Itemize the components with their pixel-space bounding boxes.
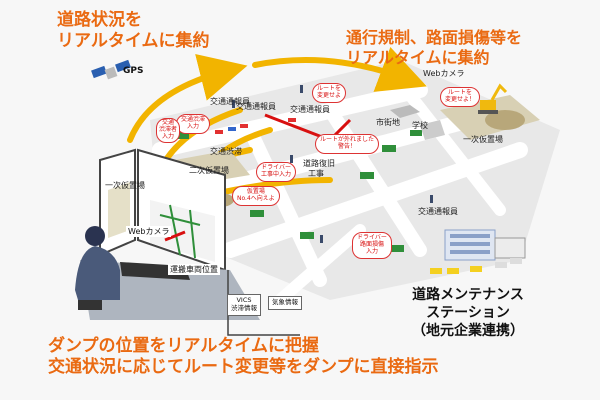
traffic-reporter-label: 交通通報員 bbox=[418, 207, 458, 216]
alert-bubble: ルートが外れました警告！ bbox=[315, 134, 380, 154]
input-bubble: ドライバー路面損傷入力 bbox=[352, 232, 392, 259]
traffic-reporter-label: 交通通報員 bbox=[290, 105, 330, 114]
traffic-jam-label: 交通渋滞 bbox=[210, 147, 242, 156]
temp-storage-label: 二次仮置場 bbox=[189, 166, 229, 175]
traffic-reporter-label: 交通通報員 bbox=[210, 97, 250, 106]
input-bubble: 交通渋滞入力 bbox=[176, 114, 211, 134]
web-camera-label: Webカメラ bbox=[423, 69, 465, 78]
monitor-web-camera-label: Webカメラ bbox=[126, 226, 172, 237]
construction-label: 工事 bbox=[308, 169, 324, 178]
road-restoration-label: 道路復旧 bbox=[303, 159, 335, 168]
data-link bbox=[227, 270, 300, 336]
excavator-icon bbox=[478, 83, 508, 114]
gps-label: GPS bbox=[123, 66, 144, 76]
station-vehicles bbox=[430, 258, 522, 274]
station-label: 道路メンテナンス ステーション （地元企業連携） bbox=[412, 287, 524, 340]
headline-road-status: 道路状況を リアルタイムに集約 bbox=[57, 10, 210, 52]
satellite-icon bbox=[91, 59, 131, 80]
alert-bubble: ルートを変更せよ bbox=[312, 83, 347, 103]
headline-traffic-restriction: 通行規制、路面損傷等を リアルタイムに集約 bbox=[346, 28, 523, 67]
headline-dump-control: ダンプの位置をリアルタイムに把握 交通状況に応じてルート変更等をダンプに直接指示 bbox=[48, 336, 439, 378]
weather-info-box: 気象情報 bbox=[268, 296, 302, 310]
dump-truck-icon bbox=[175, 130, 422, 252]
traffic-reporter-label: 交通通報員 bbox=[236, 102, 276, 111]
city-area-label: 市街地 bbox=[376, 118, 400, 127]
building-icon bbox=[390, 105, 526, 261]
alert-bubble: ルートを変更せよ！ bbox=[440, 87, 481, 107]
operator-icon bbox=[75, 226, 120, 310]
input-bubble: ドライバー工事中入力 bbox=[256, 162, 297, 182]
traffic-cars bbox=[215, 118, 296, 134]
temp-storage-label: 一次仮置場 bbox=[463, 135, 503, 144]
monitor-dump-position-label: 運搬車両位置 bbox=[168, 264, 220, 275]
input-bubble: 交通渋滞者入力 bbox=[156, 118, 181, 143]
temp-storage-label: 一次仮置場 bbox=[105, 181, 145, 190]
school-label: 学校 bbox=[412, 121, 428, 130]
